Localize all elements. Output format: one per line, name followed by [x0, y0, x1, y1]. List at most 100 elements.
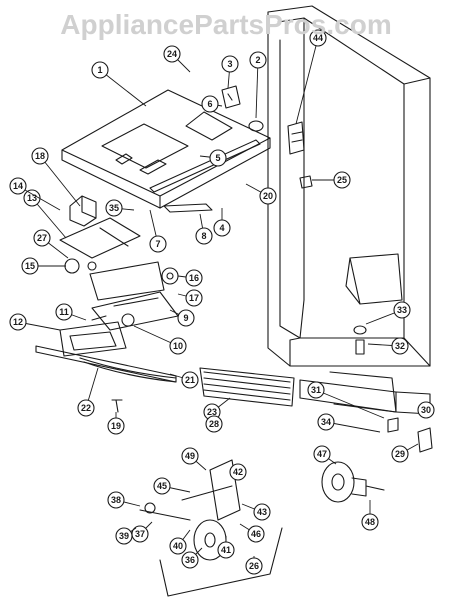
callout-number: 39: [119, 531, 129, 541]
callout-bubble: [213, 219, 231, 237]
callout-number: 45: [157, 481, 167, 491]
callout-29: 29: [391, 443, 419, 463]
callout-44: 44: [295, 29, 327, 125]
callout-number: 2: [255, 55, 260, 65]
mechanism-group: [139, 459, 283, 597]
callout-41: 41: [217, 536, 235, 559]
callout-2: 2: [249, 51, 267, 119]
callout-number: 5: [215, 153, 220, 163]
callout-bubble: [247, 525, 265, 543]
callout-bubble: [185, 269, 203, 287]
callout-number: 46: [251, 529, 261, 539]
callout-14: 14: [9, 177, 61, 211]
callout-15: 15: [21, 257, 66, 275]
callout-49: 49: [181, 447, 207, 471]
callout-31: 31: [307, 381, 385, 419]
callout-bubble: [149, 235, 167, 253]
callout-bubble: [229, 463, 247, 481]
shelf-support: [287, 121, 305, 155]
callout-30: 30: [417, 401, 435, 419]
callout-leader: [39, 155, 81, 207]
defrost-timer: [59, 195, 141, 259]
callout-5: 5: [199, 149, 227, 167]
callout-number: 28: [209, 419, 219, 429]
callout-number: 18: [35, 151, 45, 161]
callout-45: 45: [153, 477, 191, 495]
callout-leader: [255, 59, 259, 119]
callout-11: 11: [55, 303, 87, 321]
callout-number: 24: [167, 49, 177, 59]
callout-number: 38: [111, 495, 121, 505]
callout-24: 24: [163, 45, 191, 73]
callout-number: 37: [135, 529, 145, 539]
callout-21: 21: [169, 371, 199, 389]
callout-bubble: [317, 413, 335, 431]
callout-number: 1: [97, 65, 102, 75]
callout-number: 36: [185, 555, 195, 565]
callout-34: 34: [317, 413, 381, 433]
callout-1: 1: [91, 61, 147, 107]
callout-bubble: [31, 147, 49, 165]
callout-number: 3: [227, 59, 232, 69]
callout-16: 16: [177, 269, 203, 287]
callout-leader: [325, 421, 381, 433]
callout-bubble: [177, 309, 195, 327]
callout-number: 42: [233, 467, 243, 477]
callout-25: 25: [312, 171, 351, 189]
callout-number: 41: [221, 545, 231, 555]
callout-4: 4: [213, 208, 231, 237]
callout-number: 6: [207, 99, 212, 109]
callout-bubble: [163, 45, 181, 63]
callout-46: 46: [239, 523, 265, 543]
callout-26: 26: [245, 556, 263, 575]
callout-bubble: [307, 381, 325, 399]
callout-number: 44: [313, 33, 323, 43]
callout-bubble: [23, 189, 41, 207]
trim-strip: [35, 345, 177, 383]
callout-40: 40: [169, 529, 191, 555]
callout-bubble: [107, 417, 125, 435]
callout-bubble: [9, 177, 27, 195]
callout-bubble: [309, 29, 327, 47]
callout-35: 35: [105, 199, 135, 217]
callout-number: 23: [207, 407, 217, 417]
callout-bubble: [33, 229, 51, 247]
callout-number: 47: [317, 449, 327, 459]
callout-bubble: [221, 55, 239, 73]
callout-bubble: [91, 61, 109, 79]
callout-27: 27: [33, 229, 69, 259]
callout-7: 7: [149, 209, 167, 253]
callout-bubble: [217, 541, 235, 559]
toe-grille: [199, 367, 295, 407]
leveler: [353, 325, 367, 355]
callout-bubble: [205, 415, 223, 433]
callout-number: 35: [109, 203, 119, 213]
callout-bubble: [77, 399, 95, 417]
door-switch: [299, 175, 313, 189]
callout-17: 17: [177, 289, 203, 307]
callout-number: 12: [13, 317, 23, 327]
callout-number: 30: [421, 405, 431, 415]
callout-number: 10: [173, 341, 183, 351]
callout-12: 12: [9, 313, 61, 331]
callout-bubble: [181, 447, 199, 465]
callout-bubble: [209, 149, 227, 167]
callout-number: 49: [185, 451, 195, 461]
callout-6: 6: [201, 95, 223, 113]
callout-number: 16: [189, 273, 199, 283]
callout-number: 34: [321, 417, 331, 427]
control-knob: [248, 120, 264, 132]
light-shield: [59, 321, 127, 357]
callout-bubble: [195, 227, 213, 245]
callout-38: 38: [107, 491, 141, 509]
callout-8: 8: [195, 213, 213, 245]
callout-number: 14: [13, 181, 23, 191]
callout-bubble: [245, 557, 263, 575]
roller-assembly: [321, 461, 385, 503]
wire-harness: [79, 357, 177, 383]
callout-bubble: [107, 491, 125, 509]
callout-20: 20: [245, 183, 277, 205]
callout-number: 4: [219, 223, 224, 233]
callout-bubble: [185, 289, 203, 307]
callout-number: 21: [185, 375, 195, 385]
